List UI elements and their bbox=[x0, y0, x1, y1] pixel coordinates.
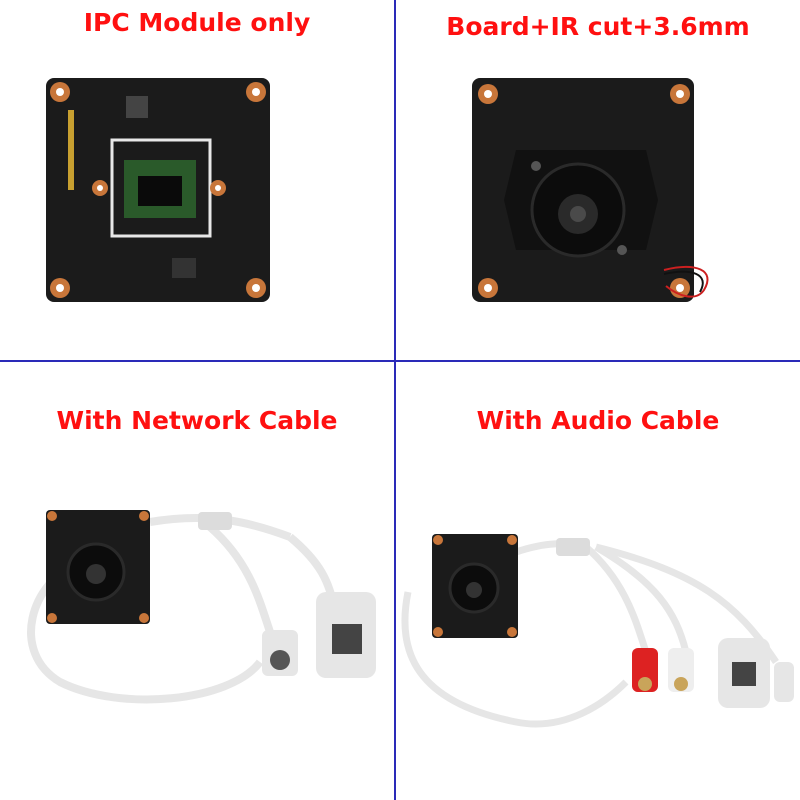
panel-board-ir-cut: Board+IR cut+3.6mm bbox=[396, 0, 800, 360]
audio-cable-image bbox=[401, 534, 794, 728]
network-cable-image bbox=[27, 510, 376, 704]
pcb-module-image bbox=[46, 78, 270, 302]
panel-module-only: IPC Module only bbox=[0, 0, 394, 360]
panel-audio-cable: With Audio Cable bbox=[396, 362, 800, 800]
panel-caption: IPC Module only bbox=[83, 8, 311, 37]
panel-network-cable: With Network Cable bbox=[0, 362, 394, 800]
pcb-lens-image bbox=[472, 78, 709, 302]
panel-caption: Board+IR cut+3.6mm bbox=[446, 12, 750, 41]
vertical-divider bbox=[394, 0, 396, 800]
panel-caption: With Network Cable bbox=[56, 406, 338, 435]
horizontal-divider bbox=[0, 360, 800, 362]
panel-caption: With Audio Cable bbox=[476, 406, 720, 435]
